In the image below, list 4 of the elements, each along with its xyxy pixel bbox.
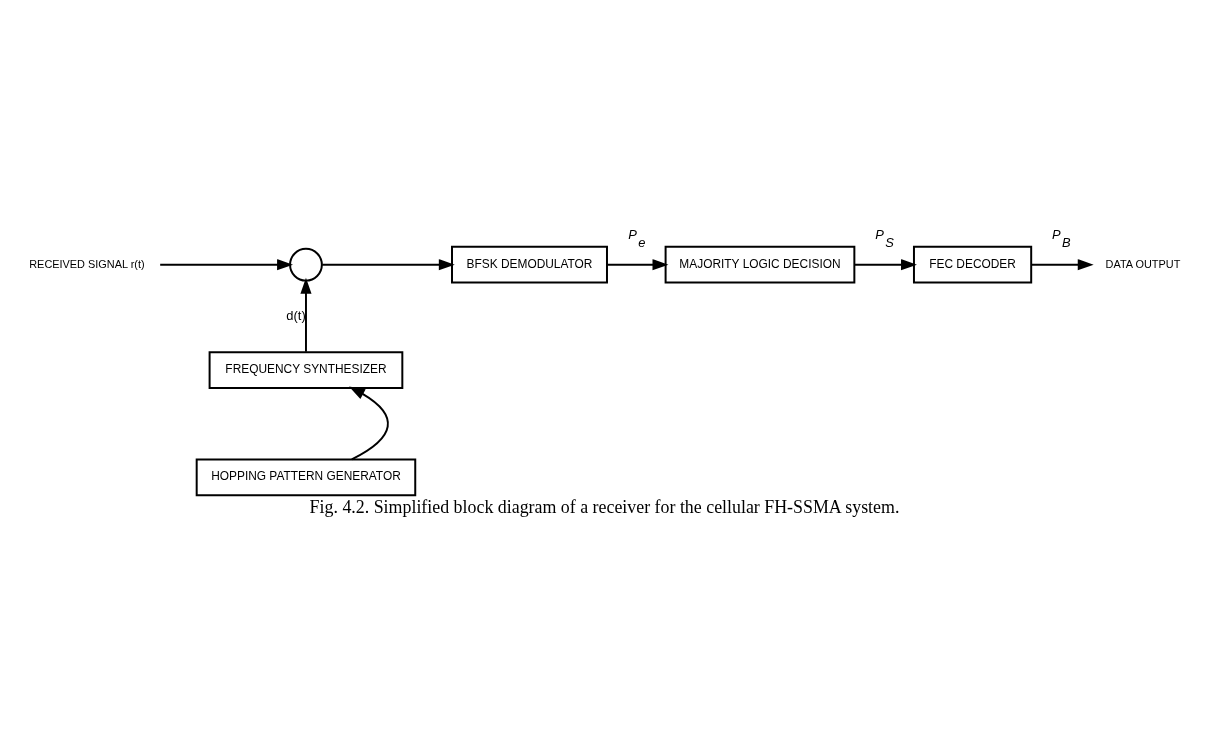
node-text: RECEIVED SIGNAL r(t) [29, 257, 145, 270]
caption: Fig. 4.2. Simplified block diagram of a receiver for the cellular FH-SSMA system. [309, 496, 900, 517]
node-text: DATA OUTPUT [1105, 257, 1181, 270]
edge-label: d(t) [286, 307, 306, 323]
